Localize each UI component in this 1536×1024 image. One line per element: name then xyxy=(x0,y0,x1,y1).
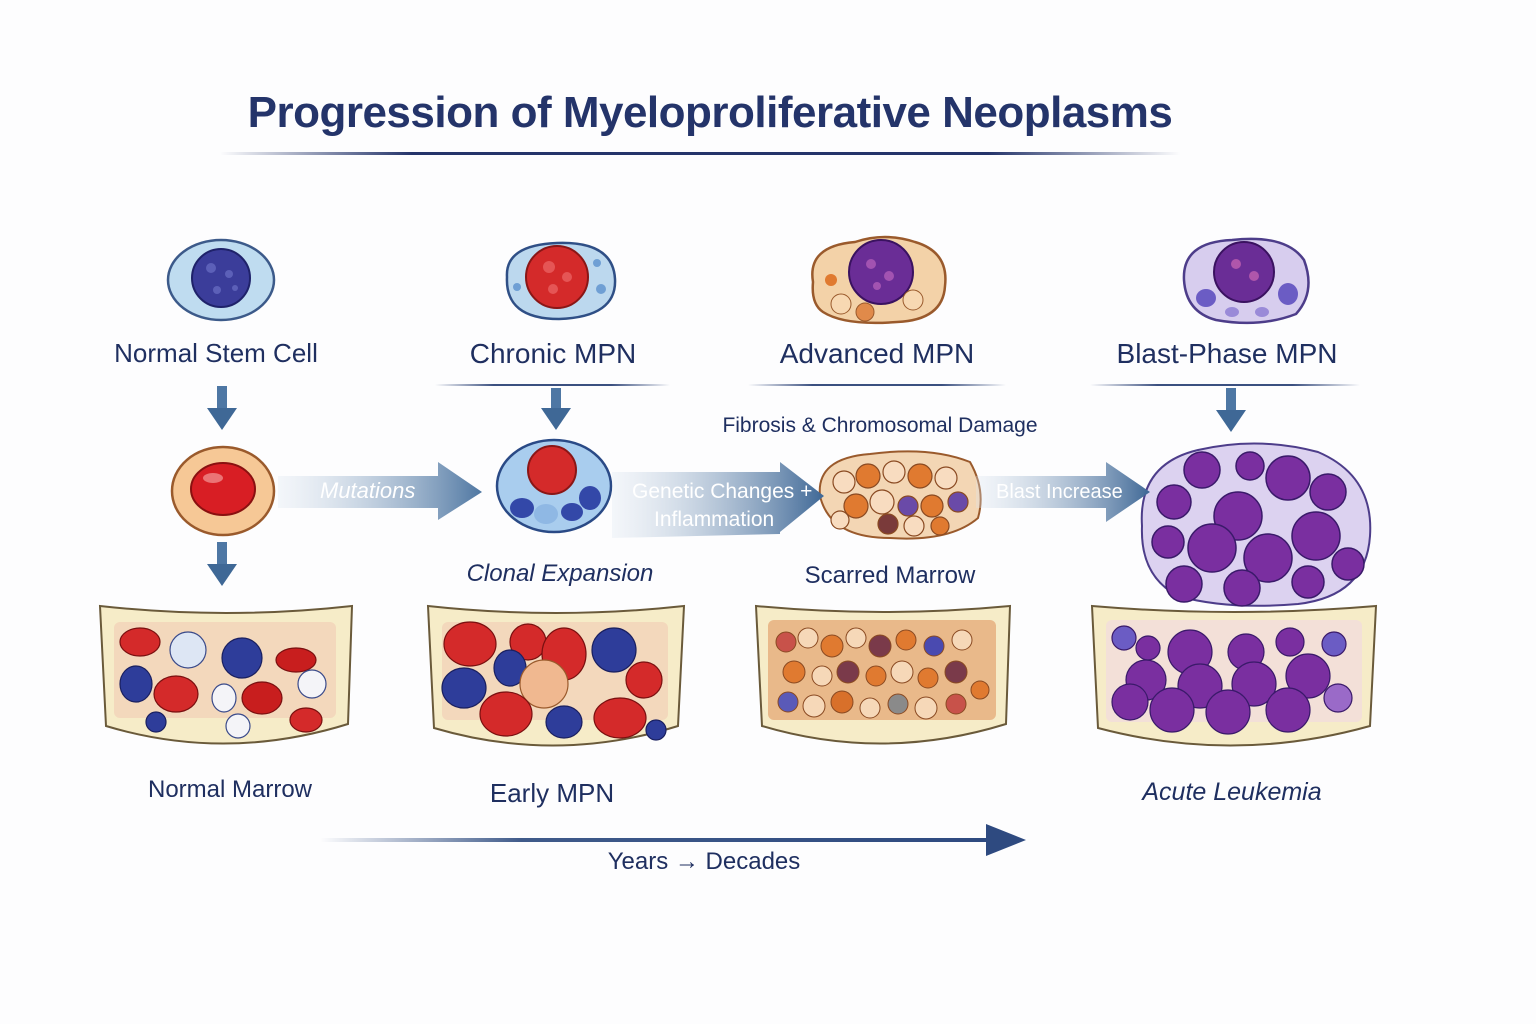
stage-label-normal-stem-cell: Normal Stem Cell xyxy=(114,338,318,368)
marrow-label-early-mpn: Early MPN xyxy=(489,778,615,808)
genetic-changes-arrow xyxy=(612,462,824,538)
blast-cluster-icon xyxy=(1140,442,1372,607)
transition-label-mutations: Mutations xyxy=(320,478,416,503)
scarred-marrow-panel xyxy=(754,604,1012,745)
clonal-expansion-cell-icon xyxy=(495,438,613,534)
timeline-label: Years → Decades xyxy=(607,848,801,875)
down-arrow-icon xyxy=(1216,388,1246,432)
stage-label-blast-phase-mpn: Blast-Phase MPN xyxy=(1116,338,1338,369)
transition-label-blast-increase: Blast Increase xyxy=(996,481,1123,503)
clonal-expansion-label: Clonal Expansion xyxy=(466,560,654,587)
divider-blast xyxy=(1090,384,1360,386)
advanced-subtitle: Fibrosis & Chromosomal Damage xyxy=(722,414,1038,437)
stem-cell-icon xyxy=(166,238,276,322)
scarred-marrow-label: Scarred Marrow xyxy=(804,562,976,589)
mutations-arrow xyxy=(278,462,482,520)
blast-cell-icon xyxy=(1182,237,1310,325)
advanced-mpn-cell-icon xyxy=(811,235,947,325)
down-arrow-icon xyxy=(207,386,237,430)
divider-chronic xyxy=(435,384,670,386)
acute-leukemia-marrow-panel xyxy=(1090,604,1378,747)
down-arrow-icon xyxy=(541,388,571,430)
stage-label-advanced-mpn: Advanced MPN xyxy=(779,338,975,369)
normal-marrow-panel xyxy=(98,604,354,745)
chronic-mpn-cell-icon xyxy=(505,241,617,321)
transition-label-inflammation: Inflammation xyxy=(654,508,775,531)
mutated-cell-icon xyxy=(170,445,276,537)
page-title: Progression of Myeloproliferative Neopla… xyxy=(247,88,1173,137)
scarred-marrow-cluster-icon xyxy=(818,450,982,540)
early-mpn-marrow-panel xyxy=(426,604,686,747)
marrow-label-normal: Normal Marrow xyxy=(147,776,312,803)
title-underline xyxy=(220,152,1180,155)
transition-label-genetic-changes: Genetic Changes + xyxy=(632,480,813,503)
marrow-label-acute-leukemia: Acute Leukemia xyxy=(1142,778,1322,806)
divider-advanced xyxy=(748,384,1006,386)
stage-label-chronic-mpn: Chronic MPN xyxy=(469,338,637,369)
timeline-arrow xyxy=(320,824,1026,856)
down-arrow-icon xyxy=(207,542,237,586)
blast-increase-arrow xyxy=(976,462,1150,522)
